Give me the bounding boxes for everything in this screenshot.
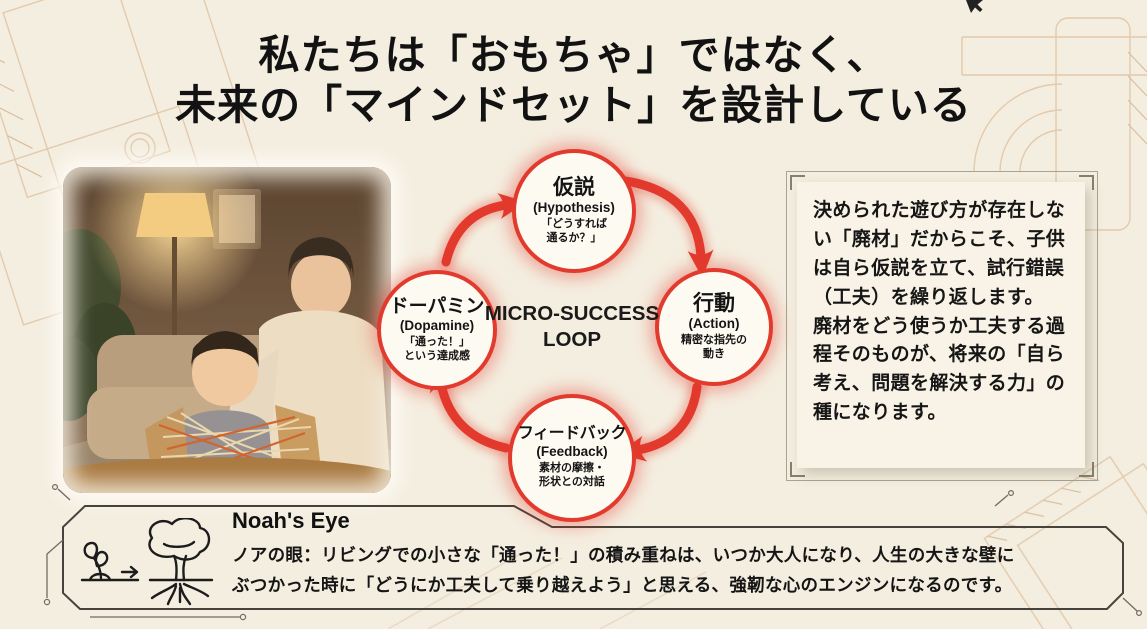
node-subtitle: (Feedback) xyxy=(536,444,608,460)
frame-corner xyxy=(790,462,805,477)
loop-node-hypothesis: 仮説 (Hypothesis) 「どうすれば 通るか？」 xyxy=(512,149,636,273)
photo-illustration xyxy=(63,167,391,493)
node-subtitle: (Dopamine) xyxy=(399,317,475,333)
loop-center-label: MICRO-SUCCESS LOOP xyxy=(484,302,660,351)
title-line-2: 未来の「マインドセット」を設計している xyxy=(175,82,972,129)
loop-node-action: 行動 (Action) 精密な指先の 動き xyxy=(655,268,773,386)
frame-corner xyxy=(1079,175,1094,190)
right-panel-card: 決められた遊び方が存在しない「廃材」だからこそ、子供は自ら仮説を立て、試行錯誤（… xyxy=(797,182,1085,468)
right-panel-paragraph-2: 廃材をどう使うか工夫する過程そのものが、将来の「自ら考え、問題を解決する力」の種… xyxy=(813,315,1066,424)
loop-node-feedback: フィードバック (Feedback) 素材の摩擦・ 形状との対話 xyxy=(508,394,636,522)
frame-corner xyxy=(1079,462,1094,477)
sprout-to-tree-icon xyxy=(80,518,214,606)
noahs-eye-body-line-2: ぶつかった時に「どうにか工夫して乗り越えよう」と思える、強靭な心のエンジンになる… xyxy=(232,575,1013,595)
node-title: 行動 xyxy=(693,291,735,315)
right-panel-paragraph-1: 決められた遊び方が存在しない「廃材」だからこそ、子供は自ら仮説を立て、試行錯誤（… xyxy=(813,200,1066,308)
family-play-photo xyxy=(63,167,391,493)
node-subtitle: (Action) xyxy=(688,315,740,331)
noahs-eye-heading: Noah's Eye xyxy=(232,508,350,533)
node-desc: 「通った！」 という達成感 xyxy=(404,335,470,362)
mouse-cursor-icon xyxy=(966,0,983,13)
node-desc: 素材の摩擦・ 形状との対話 xyxy=(539,462,605,489)
node-title: 仮説 xyxy=(553,175,595,199)
node-subtitle: (Hypothesis) xyxy=(533,199,615,215)
right-panel-frame xyxy=(786,171,1098,481)
node-desc: 「どうすれば 通るか？」 xyxy=(541,217,607,245)
table-edge xyxy=(63,457,391,493)
node-title: フィードバック xyxy=(517,425,627,443)
frame-corner xyxy=(790,175,805,190)
title-line-1: 私たちは「おもちゃ」ではなく、 xyxy=(258,32,889,78)
node-title: ドーパミン xyxy=(389,295,485,317)
loop-node-dopamine: ドーパミン (Dopamine) 「通った！」 という達成感 xyxy=(377,270,497,390)
node-desc: 精密な指先の 動き xyxy=(681,333,747,361)
noahs-eye-body-line-1: ノアの眼：リビングでの小さな「通った！」の積み重ねは、いつか大人になり、人生の大… xyxy=(232,545,1015,565)
page-title: 私たちは「おもちゃ」ではなく、 未来の「マインドセット」を設計している xyxy=(0,30,1147,130)
